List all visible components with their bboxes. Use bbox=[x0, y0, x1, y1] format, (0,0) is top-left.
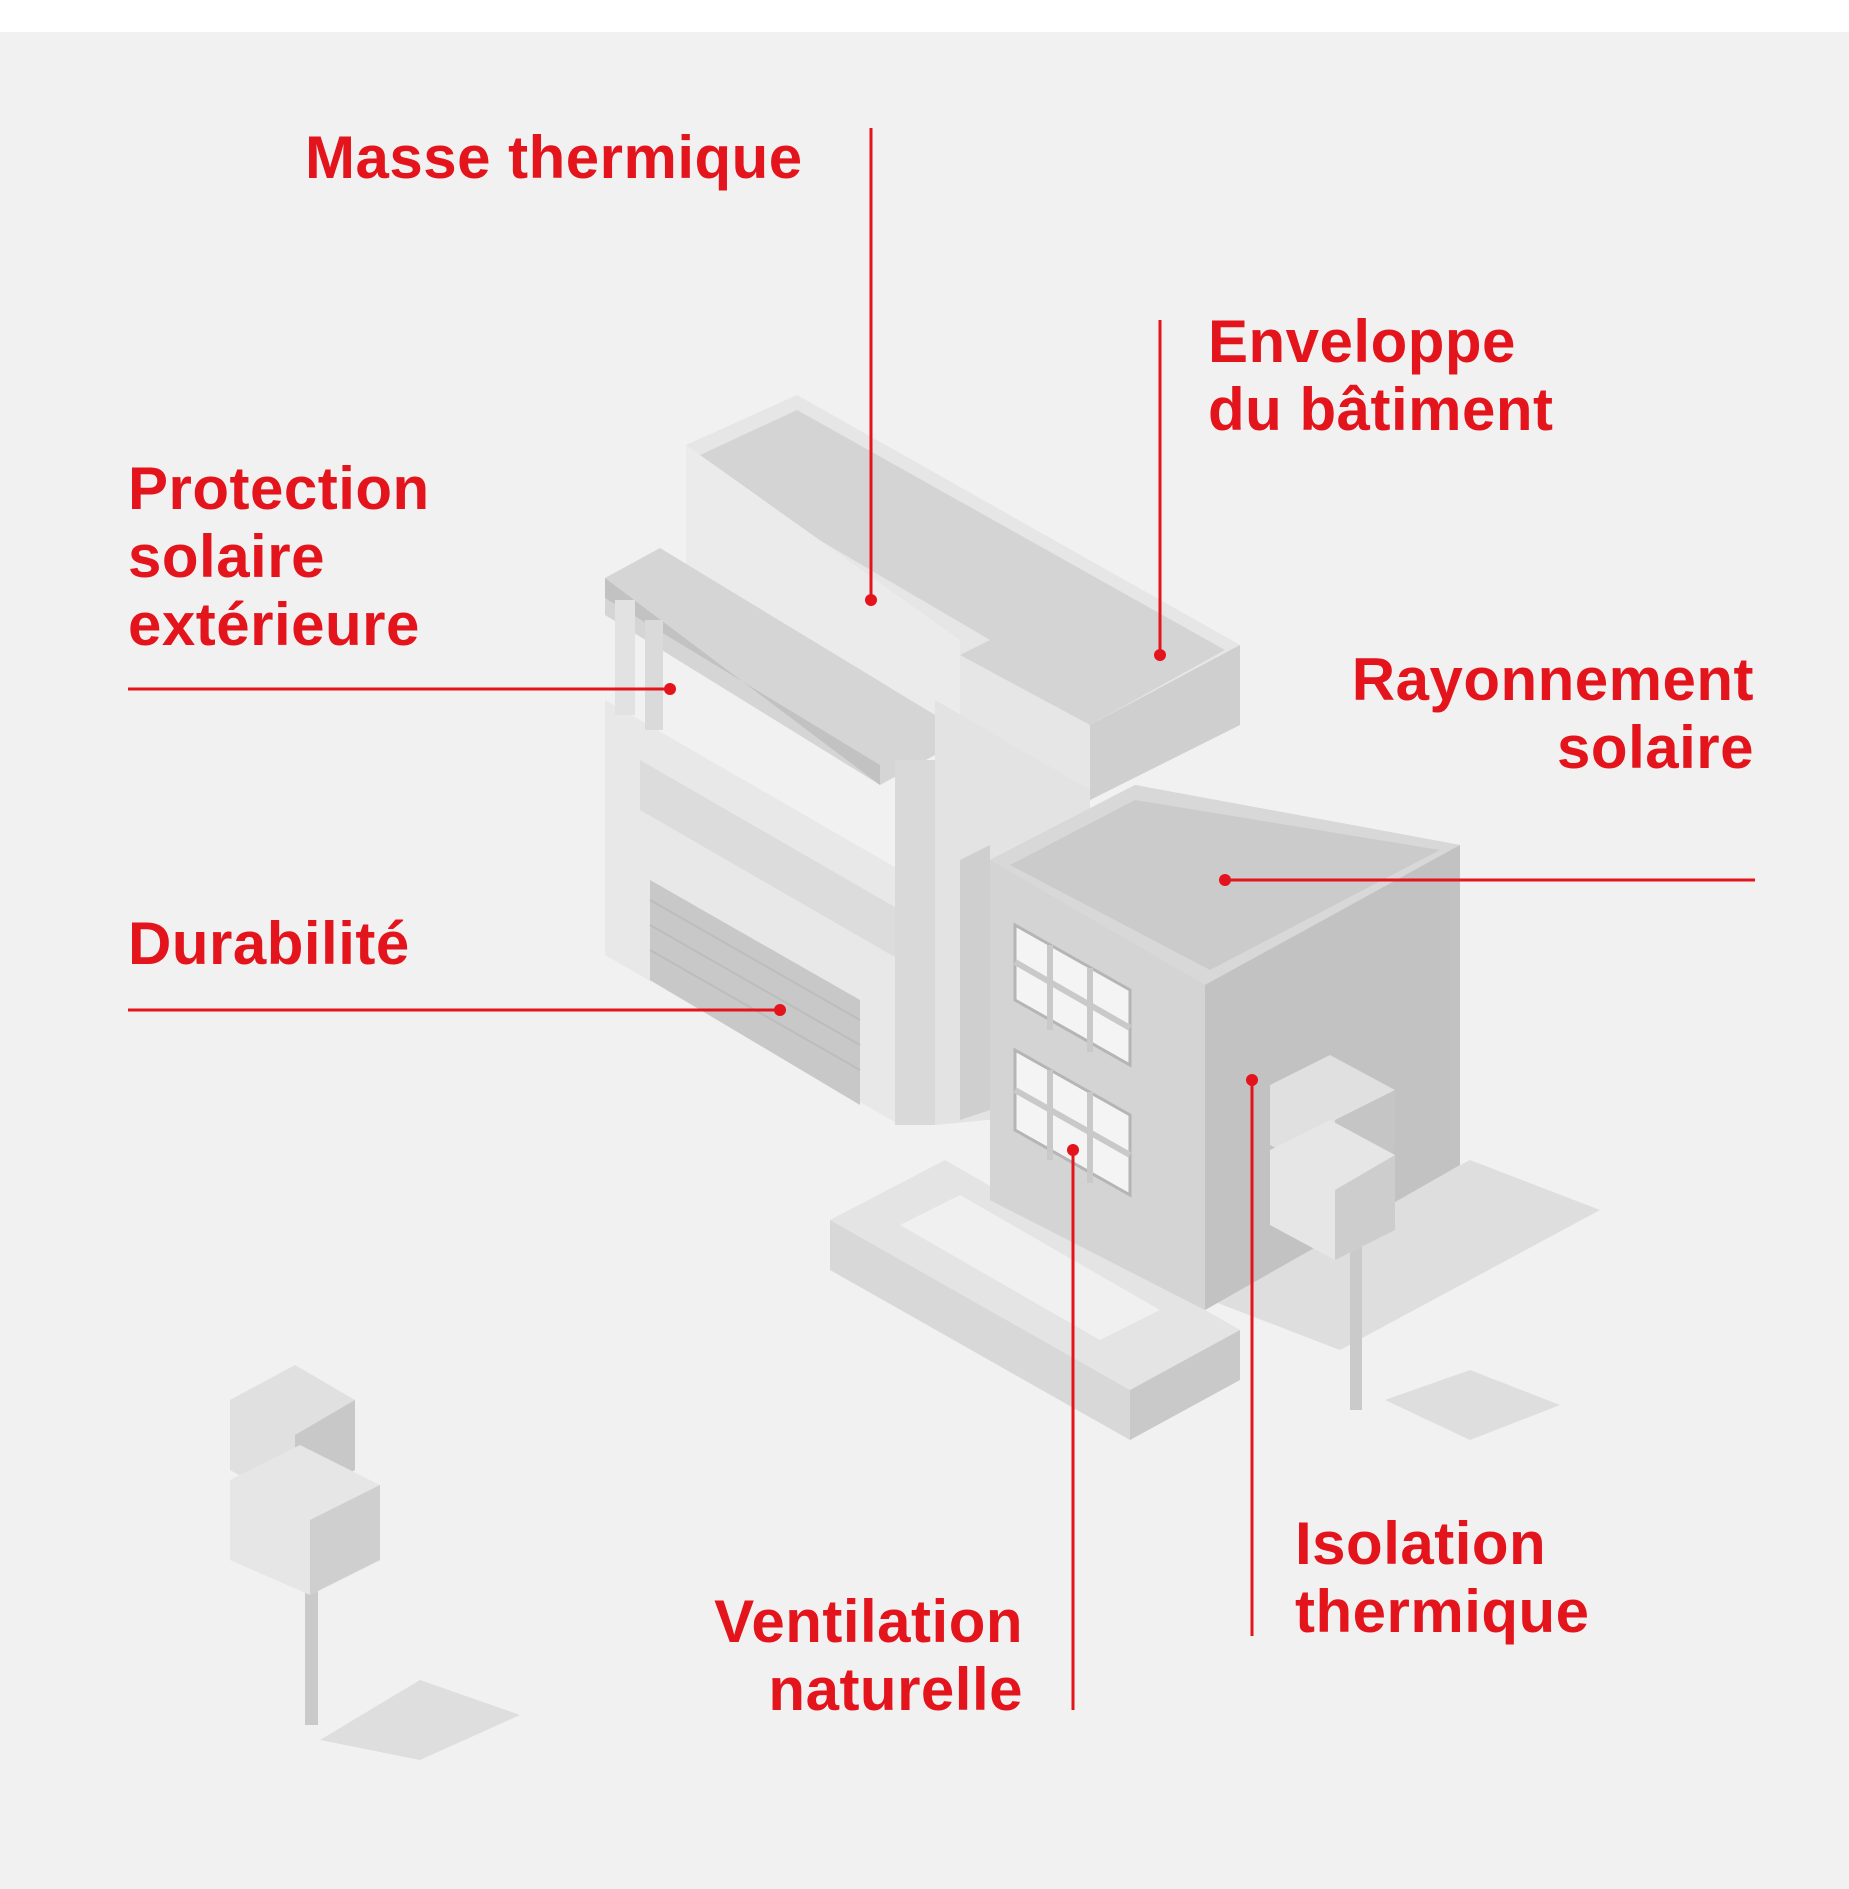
label-line: Enveloppe bbox=[1208, 308, 1516, 375]
planter-wall bbox=[830, 1160, 1240, 1440]
callout-dots bbox=[664, 594, 1258, 1156]
rear-block bbox=[686, 395, 1240, 800]
tree-right bbox=[1270, 1055, 1395, 1410]
label-enveloppe: Enveloppe du bâtiment bbox=[1208, 308, 1554, 444]
label-line: du bâtiment bbox=[1208, 376, 1554, 443]
ground-shadows bbox=[320, 1160, 1600, 1760]
label-protection-solaire: Protection solaire extérieure bbox=[128, 455, 430, 659]
tree-left bbox=[230, 1365, 380, 1725]
label-ventilation-naturelle: Ventilation naturelle bbox=[714, 1588, 1023, 1724]
label-line: extérieure bbox=[128, 591, 420, 658]
label-masse-thermique: Masse thermique bbox=[305, 124, 803, 192]
label-line: Isolation bbox=[1295, 1510, 1547, 1577]
label-line: Masse thermique bbox=[305, 124, 803, 191]
label-line: naturelle bbox=[768, 1656, 1023, 1723]
label-durabilite: Durabilité bbox=[128, 910, 410, 978]
label-line: Ventilation bbox=[714, 1588, 1023, 1655]
label-line: solaire bbox=[128, 523, 325, 590]
label-line: Rayonnement bbox=[1351, 646, 1754, 713]
label-line: solaire bbox=[1557, 714, 1754, 781]
label-line: Durabilité bbox=[128, 910, 410, 977]
label-rayonnement-solaire: Rayonnement solaire bbox=[1352, 646, 1754, 782]
label-line: thermique bbox=[1295, 1578, 1590, 1645]
label-line: Protection bbox=[128, 455, 430, 522]
label-isolation-thermique: Isolation thermique bbox=[1295, 1510, 1590, 1646]
callout-lines bbox=[128, 128, 1755, 1710]
left-wing bbox=[605, 548, 935, 1125]
